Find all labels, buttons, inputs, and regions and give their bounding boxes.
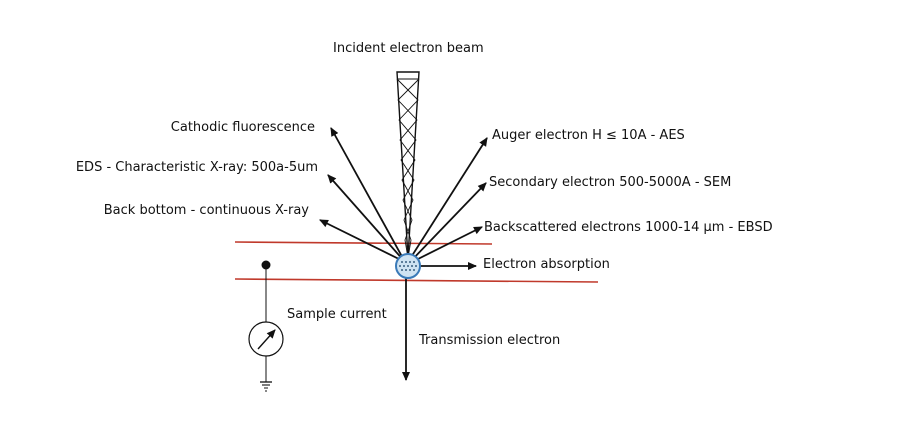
auger-label: Auger electron H ≤ 10A - AES: [492, 128, 685, 143]
eds-label: EDS - Characteristic X-ray: 500a-5um: [75, 160, 318, 175]
back-bottom-label: Back bottom - continuous X-ray: [103, 203, 309, 218]
ground-icon: [260, 381, 272, 392]
transmission-label: Transmission electron: [419, 333, 561, 348]
sample-current-circuit: [248, 260, 284, 392]
interaction-volume-spot: [395, 253, 421, 279]
eds-arrow: [327, 174, 406, 263]
back-bottom-arrow: [319, 219, 406, 263]
sample-current-label: Sample current: [287, 307, 387, 322]
backscattered-arrow: [411, 226, 483, 263]
secondary-label: Secondary electron 500-5000A - SEM: [489, 175, 732, 190]
sample-bottom-boundary: [234, 278, 599, 283]
incident-beam-label: Incident electron beam: [333, 41, 484, 56]
auger-arrow: [407, 137, 488, 263]
cathodic-arrow: [330, 127, 406, 263]
ammeter-icon: [248, 321, 284, 357]
absorption-label: Electron absorption: [483, 257, 610, 272]
cathodic-label: Cathodic fluorescence: [170, 120, 315, 135]
incident-beam-cone: [396, 71, 420, 259]
secondary-arrow: [409, 182, 487, 263]
backscattered-label: Backscattered electrons 1000-14 µm - EBS…: [484, 220, 773, 235]
